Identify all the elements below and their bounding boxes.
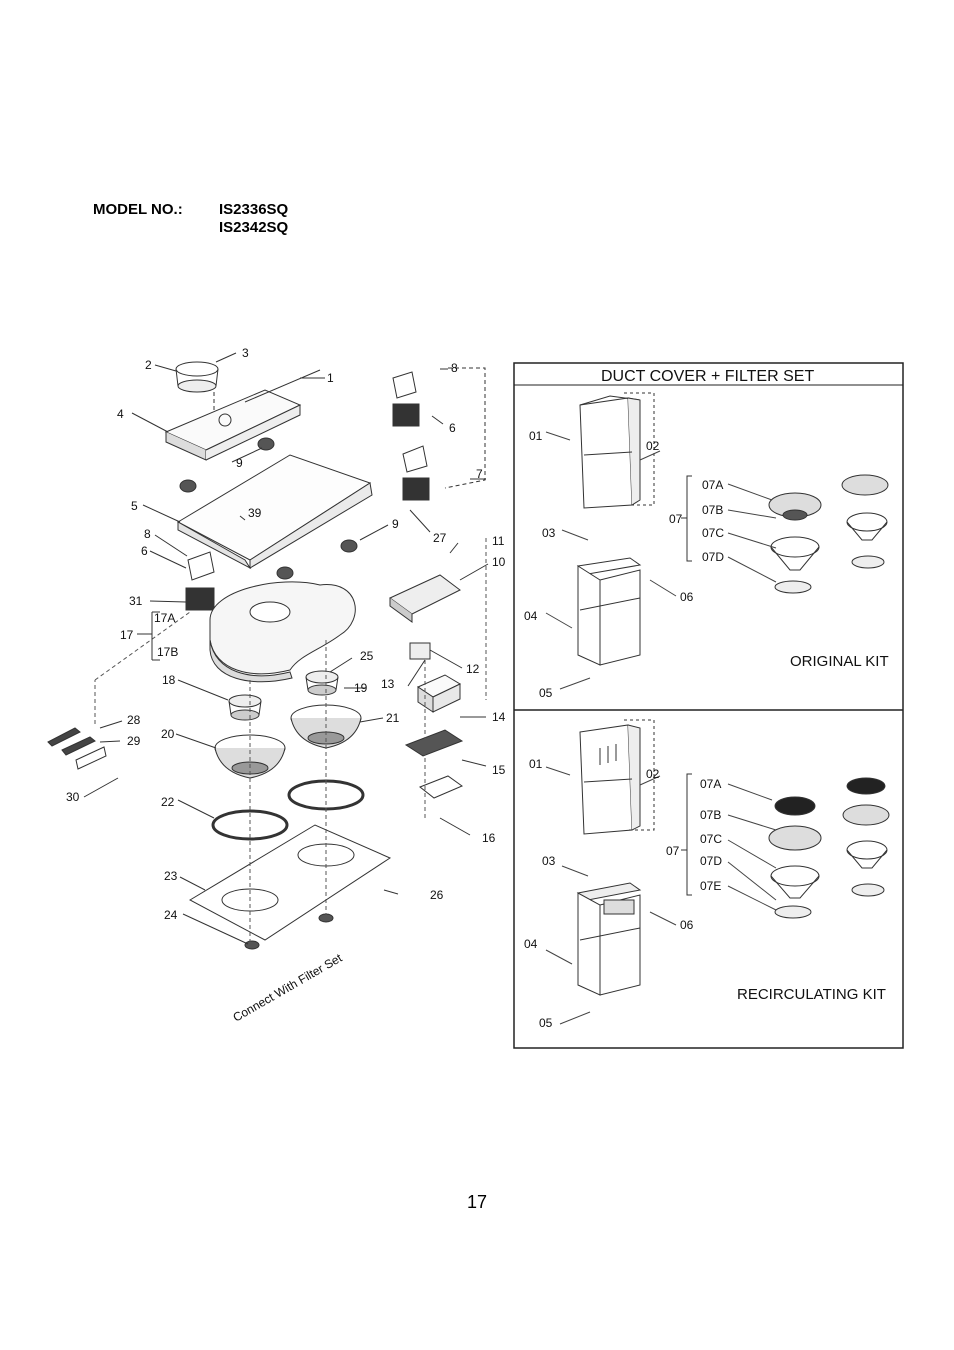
- original-kit-label: 07B: [702, 503, 723, 517]
- original-kit-label: 02: [646, 439, 660, 453]
- part-label: 4: [117, 407, 124, 421]
- page-number: 17: [466, 1192, 488, 1212]
- capacitor-left-part: [185, 551, 215, 611]
- recirc-kit-label: 07: [666, 844, 680, 858]
- part-label: 13: [381, 677, 395, 691]
- part-label: 31: [129, 594, 143, 608]
- hood-body-part: [176, 437, 373, 580]
- control-box-part: [416, 674, 462, 713]
- part-label: 24: [164, 908, 178, 922]
- part-label: 15: [492, 763, 506, 777]
- part-label: 6: [449, 421, 456, 435]
- part-label: 3: [242, 346, 249, 360]
- part-label: 17A: [154, 611, 175, 625]
- part-label: 12: [466, 662, 480, 676]
- part-label: 10: [492, 555, 506, 569]
- part-label: 11: [492, 534, 505, 548]
- original-kit-label: 07A: [702, 478, 723, 492]
- recirc-kit-title: RECIRCULATING KIT: [737, 986, 886, 1003]
- original-kit-label: 04: [524, 609, 538, 623]
- part-label: 17B: [157, 645, 178, 659]
- filter-set-note: Connect With Filter Set: [231, 950, 345, 1024]
- capacitor-right-part: [392, 367, 486, 501]
- recirc-kit-label: 05: [539, 1016, 553, 1030]
- circuit-board-part: [404, 729, 464, 757]
- recirc-kit-label: 07B: [700, 808, 721, 822]
- part-label: 28: [127, 713, 141, 727]
- ring-left-part: [211, 809, 289, 841]
- part-label: 22: [161, 795, 175, 809]
- part-label: 26: [430, 888, 444, 902]
- nozzle-left-part: [244, 940, 260, 950]
- part-label: 17: [120, 628, 134, 642]
- circuit-cover-part: [419, 775, 464, 799]
- recirc-kit-label: 07A: [700, 777, 721, 791]
- model-number-2: IS2342SQ: [219, 219, 289, 236]
- bracket-part: [389, 574, 461, 623]
- panel-title: DUCT COVER + FILTER SET: [601, 368, 814, 385]
- blower-left-part: [214, 734, 286, 779]
- part-label: 21: [386, 711, 400, 725]
- part-label: 8: [144, 527, 151, 541]
- original-kit-title: ORIGINAL KIT: [790, 653, 889, 670]
- original-kit-label: 07: [669, 512, 683, 526]
- duct-filter-panel: [513, 362, 904, 1049]
- inner-plate-part: [209, 581, 356, 683]
- original-kit-label: 07C: [702, 526, 724, 540]
- recirc-kit-label: 07C: [700, 832, 722, 846]
- part-label: 20: [161, 727, 175, 741]
- part-label: 25: [360, 649, 374, 663]
- recirc-kit-label: 02: [646, 767, 660, 781]
- part-label: 7: [476, 467, 483, 481]
- part-label: 9: [236, 456, 243, 470]
- part-label: 18: [162, 673, 176, 687]
- part-label: 1: [327, 371, 334, 385]
- recirc-kit-label: 07E: [700, 879, 721, 893]
- recirc-kit-label: 06: [680, 918, 694, 932]
- original-kit-label: 05: [539, 686, 553, 700]
- duct-cover-lower-part: [576, 557, 642, 666]
- filter-set-recirc: [768, 777, 890, 919]
- part-label: 29: [127, 734, 141, 748]
- original-kit-label: 01: [529, 429, 543, 443]
- part-label: 30: [66, 790, 80, 804]
- original-kit-label: 03: [542, 526, 556, 540]
- part-label: 39: [248, 506, 262, 520]
- part-label: 16: [482, 831, 496, 845]
- recirc-kit-label: 07D: [700, 854, 722, 868]
- original-kit-label: 06: [680, 590, 694, 604]
- recirc-kit-label: 03: [542, 854, 556, 868]
- part-label: 8: [451, 361, 458, 375]
- part-label: 23: [164, 869, 178, 883]
- top-plate-part: [164, 369, 321, 461]
- recirc-duct-lower-part: [576, 882, 642, 996]
- model-label: MODEL NO.:: [93, 201, 183, 218]
- recirc-kit-label: 01: [529, 757, 543, 771]
- control-panel-parts: [47, 727, 107, 770]
- duct-cover-upper-part: [579, 395, 641, 509]
- filter-set-original: [768, 474, 889, 594]
- motor-left-part: [228, 694, 262, 721]
- motor-right-part: [305, 670, 339, 696]
- model-number-1: IS2336SQ: [219, 201, 289, 218]
- part-label: 9: [392, 517, 399, 531]
- recirc-duct-upper-part: [579, 724, 641, 835]
- part-label: 19: [354, 681, 368, 695]
- bottom-plate-part: [188, 824, 392, 941]
- switch-box-part: [409, 642, 431, 660]
- part-label: 5: [131, 499, 138, 513]
- original-kit-label: 07D: [702, 550, 724, 564]
- part-label: 27: [433, 531, 447, 545]
- part-label: 6: [141, 544, 148, 558]
- recirc-kit-label: 04: [524, 937, 538, 951]
- part-label: 14: [492, 710, 506, 724]
- part-label: 2: [145, 358, 152, 372]
